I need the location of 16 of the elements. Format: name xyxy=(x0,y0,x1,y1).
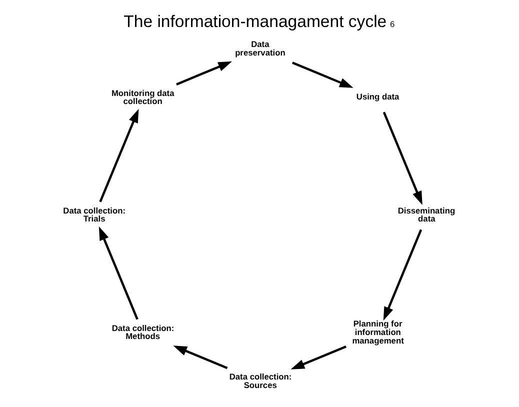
arrow xyxy=(173,346,228,370)
node-text: Monitoring data collection xyxy=(111,88,174,106)
arrow xyxy=(99,108,139,202)
node-text: Data collection: Trials xyxy=(63,205,126,224)
node-text: Planning for information management xyxy=(352,318,404,346)
node-text: Data preservation xyxy=(235,39,286,58)
arrow xyxy=(292,62,354,88)
node-text: Data collection: Methods xyxy=(112,322,174,342)
arrow xyxy=(290,345,346,370)
arrow xyxy=(176,61,232,86)
arrow xyxy=(383,229,422,321)
node-text: Using data xyxy=(356,92,400,102)
node-text: Data collection: Sources xyxy=(229,371,292,390)
arrow xyxy=(382,112,422,205)
arrow xyxy=(98,226,138,320)
node-text: Disseminating data xyxy=(398,205,456,224)
